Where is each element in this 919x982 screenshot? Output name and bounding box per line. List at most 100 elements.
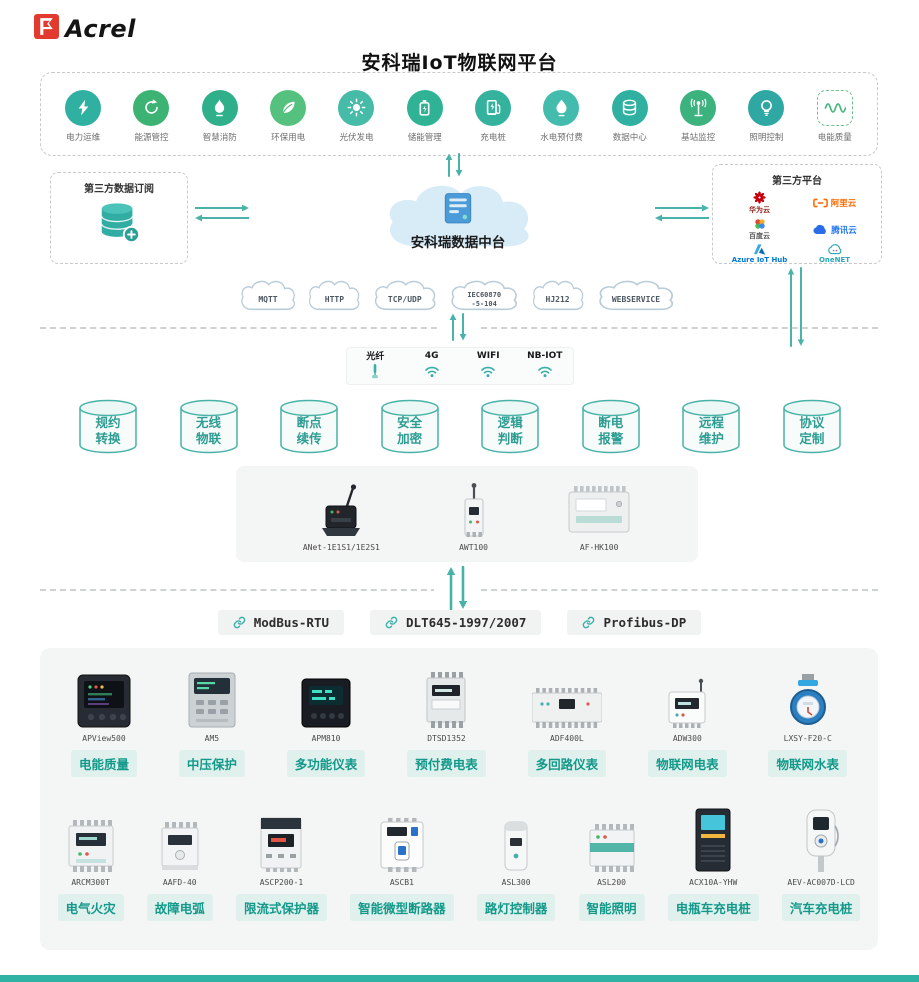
acrel-logo: Acrel: [34, 14, 136, 43]
product-category: 智能微型断路器: [350, 894, 454, 921]
feature-cylinder-0: 规约转换: [76, 398, 140, 456]
product-category: 预付费电表: [407, 750, 486, 777]
app-label: 环保用电: [271, 132, 306, 143]
product-model: ADW300: [672, 734, 702, 743]
din-module2-device-image: [589, 808, 635, 872]
app-item-data-center: 数据中心: [598, 89, 662, 143]
power-ops-icon: [65, 89, 102, 126]
protocol-tag-dlt645-1997-2007: DLT645-1997/2007: [370, 610, 542, 635]
feature-label: 安全加密: [397, 415, 423, 447]
page-title: 安科瑞IoT物联网平台: [361, 52, 558, 74]
wifi-icon: [424, 363, 440, 382]
protocol-cloud-tcp-udp: TCP/UDP: [369, 277, 441, 317]
product-category: 路灯控制器: [476, 894, 556, 921]
feature-label: 协议定制: [799, 415, 825, 447]
feature-cylinder-2: 断点续传: [277, 398, 341, 456]
app-label: 能源管控: [134, 132, 169, 143]
product-category: 电瓶车充电桩: [667, 894, 759, 921]
awt-device-image: [454, 482, 494, 540]
acrel-flag-icon: [34, 14, 59, 39]
feature-label: 逻辑判断: [497, 415, 523, 447]
energy-storage-icon: [406, 89, 443, 126]
product-model: LXSY-F20-C: [783, 734, 832, 743]
third-party-subscription-box: 第三方数据订阅: [50, 172, 188, 264]
app-item-ev-charging: 充电桩: [461, 89, 525, 143]
database-subscribe-icon: [51, 200, 187, 246]
anet-device-image: [312, 482, 370, 540]
app-item-eco-power: 环保用电: [256, 89, 320, 143]
app-label: 数据中心: [612, 132, 647, 143]
product-ascb1: ASCB1 智能微型断路器: [350, 808, 454, 921]
product-model: ASCP200-1: [259, 878, 304, 887]
updown-arrow-platforms-devices: [787, 267, 805, 347]
product-category: 中压保护: [178, 750, 245, 777]
conn-nb-iot: NB-IOT: [517, 348, 574, 384]
partner-huawei-cloud: 华为云: [723, 191, 796, 215]
app-item-lighting-control: 照明控制: [734, 89, 798, 143]
conn-label: 4G: [424, 350, 439, 361]
link-icon: [233, 616, 246, 629]
product-model: ASL300: [501, 878, 531, 887]
product-ascp200-1: ASCP200-1 限流式保护器: [235, 808, 327, 921]
gateway-model: AF-HK100: [579, 543, 619, 552]
gateway-features-row: 规约转换无线物联断点续传安全加密逻辑判断断电报警远程维护协议定制: [76, 398, 844, 460]
product-model: ARCM300T: [71, 878, 110, 887]
protocol-cloud-http: HTTP: [304, 277, 364, 317]
acrel-logo-text: Acrel: [65, 14, 136, 43]
protocol-cloud-label: HJ212: [545, 294, 570, 304]
updown-arrow-gateway-devices: [434, 565, 480, 611]
platforms-box-title: 第三方平台: [772, 176, 822, 187]
partner-label: 华为云: [749, 206, 770, 214]
gateway-af-hk100: AF-HK100: [567, 482, 631, 552]
relay-device-image: [188, 664, 236, 728]
app-label: 电能质量: [817, 132, 852, 143]
platform-apps-panel: 电力运维能源管控智慧消防环保用电光伏发电储能管理充电桩水电预付费数据中心基站监控…: [40, 72, 878, 156]
azure-iot-hub-logo-icon: [753, 244, 766, 255]
product-model: ADF400L: [550, 734, 584, 743]
tencent-cloud-logo-icon: [812, 224, 828, 235]
panel-dark-device-image: [77, 664, 131, 728]
conn-label: NB-IOT: [527, 350, 563, 361]
server-icon: [444, 193, 472, 224]
eco-power-icon: [270, 89, 307, 126]
feature-cylinder-5: 断电报警: [579, 398, 643, 456]
product-model: DTSD1352: [427, 734, 466, 743]
product-model: ASL200: [597, 878, 626, 887]
product-category: 多功能仪表: [286, 750, 366, 777]
protocol-label: DLT645-1997/2007: [406, 615, 527, 630]
fire-safety-icon: [201, 89, 238, 126]
protocol-cloud-label: IEC60870-5-104: [467, 290, 502, 308]
partner-label: 百度云: [749, 232, 770, 240]
exchange-arrows-left: [195, 204, 249, 222]
product-category: 限流式保护器: [235, 894, 327, 921]
product-model: ASCB1: [389, 878, 414, 887]
protocol-label: ModBus-RTU: [253, 615, 330, 630]
wallbox-device-image: [801, 808, 841, 872]
meter-black-device-image: [301, 664, 351, 728]
product-dtsd1352: DTSD1352 预付费电表: [407, 664, 486, 777]
product-category: 多回路仪表: [527, 750, 607, 777]
breaker-device-image: [380, 808, 424, 872]
app-item-energy-mgmt: 能源管控: [119, 89, 183, 143]
fiber-icon: [369, 364, 381, 383]
wifi-icon: [537, 363, 553, 382]
app-label: 储能管理: [407, 132, 442, 143]
protocol-cloud-iec60870-5-104: IEC60870-5-104: [445, 277, 523, 317]
product-model: APM810: [311, 734, 341, 743]
partner-label: OneNET: [818, 256, 851, 264]
updown-arrow-icon: [445, 153, 463, 177]
